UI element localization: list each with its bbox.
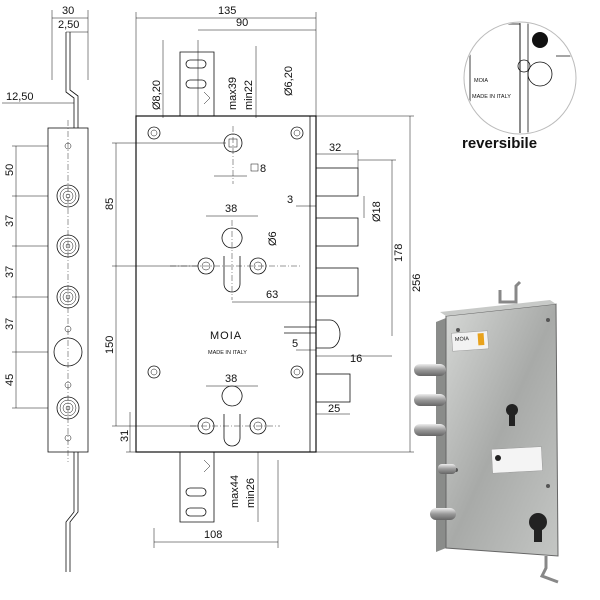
inset-made-in: MADE IN ITALY	[472, 94, 511, 100]
reversibile-label: reversibile	[462, 135, 537, 152]
made-in-italy: MADE IN ITALY	[208, 350, 247, 356]
dim-dia-8-20: Ø8,20	[151, 80, 163, 110]
dim-178: 178	[393, 244, 405, 262]
dim-32: 32	[329, 142, 341, 154]
dim-256: 256	[411, 274, 423, 292]
cylinder-cutout	[221, 227, 243, 293]
dim-max44: max44	[229, 475, 241, 508]
top-strike-plate	[179, 40, 215, 116]
latch	[284, 319, 392, 357]
dim-3: 3	[287, 194, 293, 206]
dim-38-bottom: 38	[225, 373, 237, 385]
dim-37-c: 37	[4, 318, 16, 330]
dim-5: 5	[292, 338, 298, 350]
dim-45: 45	[4, 374, 16, 386]
photo-bolts	[414, 364, 456, 520]
lock-case	[135, 115, 317, 453]
dim-min22: min22	[243, 80, 255, 110]
dim-dia-6: Ø6	[267, 231, 279, 246]
brand-moia: MOIA	[210, 330, 242, 342]
deadbolts	[315, 167, 359, 403]
dim-square-8: 8	[260, 163, 266, 175]
dim-30: 30	[62, 5, 74, 17]
photo-brand: MOIA	[455, 336, 470, 343]
front-view: 135 90 Ø8,20 max39 min22 Ø6,20 8	[104, 5, 423, 548]
dim-2-50: 2,50	[58, 19, 79, 31]
dim-dia-6-20: Ø6,20	[283, 66, 295, 96]
dim-135: 135	[218, 5, 236, 17]
dim-37-a: 37	[4, 215, 16, 227]
inset-brand: MOIA	[474, 78, 488, 84]
dim-25: 25	[328, 403, 340, 415]
dim-150: 150	[104, 336, 116, 354]
dim-16: 16	[350, 353, 362, 365]
cylinder-cutout-bottom	[221, 385, 243, 447]
reversible-inset: MOIA MADE IN ITALY reversibile	[462, 21, 577, 152]
dim-38-top: 38	[225, 203, 237, 215]
bottom-strike-plate	[179, 452, 215, 523]
dim-90: 90	[236, 17, 248, 29]
dim-31: 31	[119, 430, 131, 442]
dim-63: 63	[266, 289, 278, 301]
side-view: 30 2,50 12,50	[2, 5, 89, 572]
latch-hole	[53, 337, 83, 367]
dim-max39: max39	[227, 77, 239, 110]
dim-50: 50	[4, 164, 16, 176]
lock-photo: MOIA	[414, 280, 559, 584]
dim-12-50: 12,50	[6, 91, 34, 103]
dim-85: 85	[104, 198, 116, 210]
dim-37-b: 37	[4, 266, 16, 278]
bolt-heads	[53, 184, 83, 442]
dim-108: 108	[204, 529, 222, 541]
dim-min26: min26	[245, 478, 257, 508]
dim-dia-18: Ø18	[371, 201, 383, 222]
